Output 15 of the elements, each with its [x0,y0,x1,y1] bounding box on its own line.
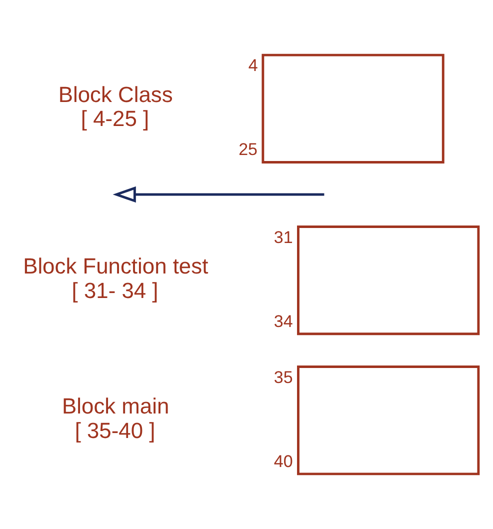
node-box [297,366,480,476]
node-label: 40 [274,452,293,471]
label: [ 31- 34 ] [72,278,158,303]
label: Block Class [58,82,173,107]
label: [ 4-25 ] [80,106,150,132]
node-box [297,226,480,336]
label: [ 35-40 ] [74,418,156,443]
node-label: 35 [274,368,293,387]
label: Block main [62,394,170,419]
label: Block Function test [23,254,208,279]
node-label: 31 [274,228,293,247]
node-box [262,54,444,164]
node-label: 25 [238,140,258,160]
node-label: 34 [274,312,293,331]
node-label: 4 [248,56,258,76]
